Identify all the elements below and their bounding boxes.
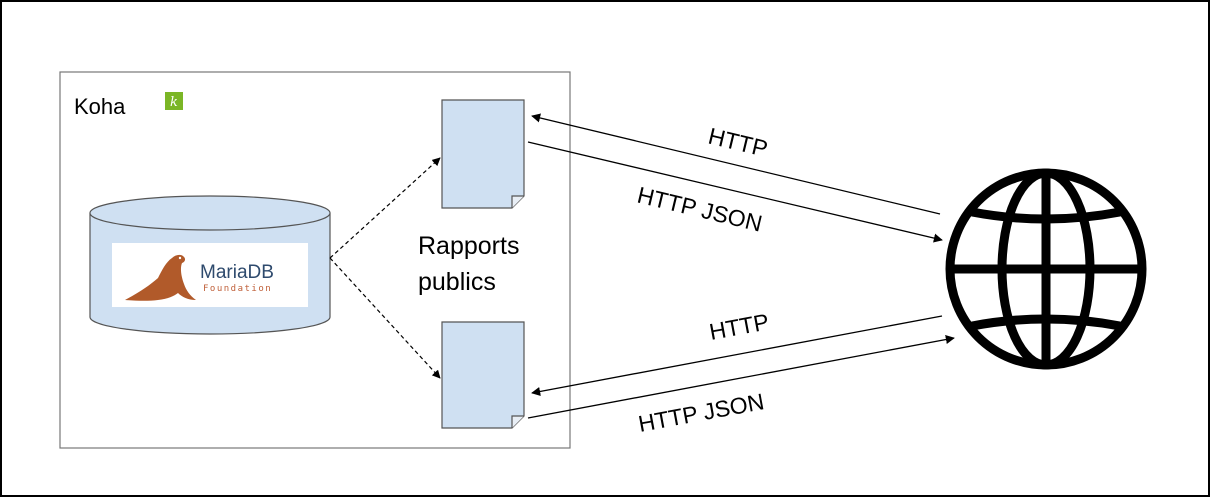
svg-text:k: k [170,95,178,110]
seal-icon [125,254,196,301]
reports-label-line1: Rapports [418,232,519,260]
report-document-bottom [441,321,525,429]
arrow-top-request [531,113,941,215]
label-bottom-response: HTTP JSON [636,388,766,437]
reports-label-line2: publics [418,268,496,296]
dashed-arrow-bottom [329,257,441,379]
globe-icon [945,168,1147,370]
mariadb-name: MariaDB [200,262,274,283]
arrow-top-response [527,141,943,243]
mariadb-logo: MariaDB Foundation [112,243,308,307]
arrow-bottom-request [531,315,943,396]
dashed-arrow-top [329,157,441,259]
mariadb-foundation: Foundation [203,284,272,294]
koha-logo-icon: k [165,92,183,110]
arrow-bottom-response [527,335,955,419]
label-top-request: HTTP [706,123,770,162]
label-bottom-request: HTTP [707,308,771,345]
report-document-top [441,99,525,209]
koha-container [59,71,571,449]
koha-title: Koha [74,94,126,119]
label-top-response: HTTP JSON [635,182,765,237]
